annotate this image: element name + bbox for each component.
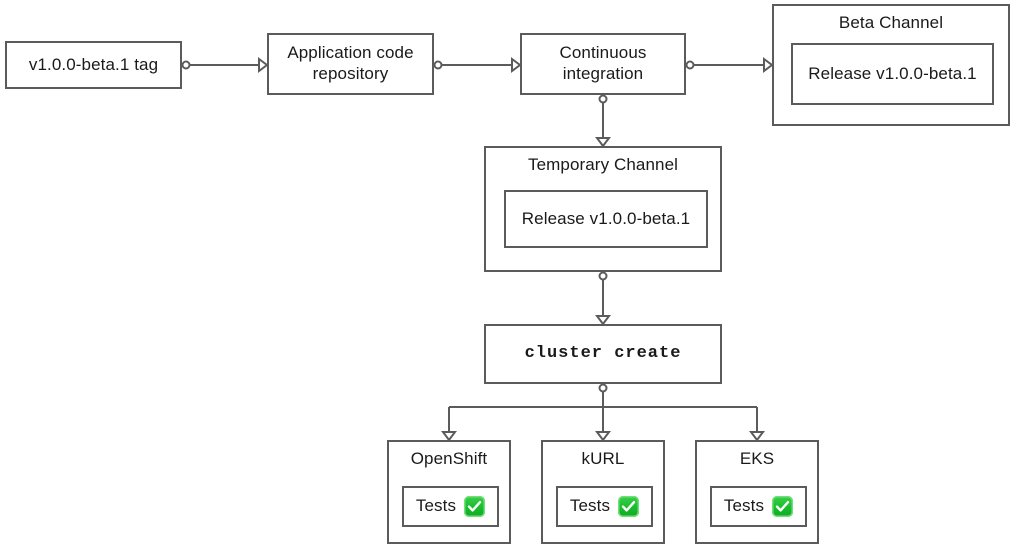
edge-repo-to-ci <box>433 57 522 73</box>
node-eks[interactable]: EKS Tests <box>695 440 819 544</box>
node-eks-tests-label: Tests <box>723 496 765 516</box>
node-openshift-tests[interactable]: Tests <box>402 486 499 527</box>
node-temporary-channel[interactable]: Temporary Channel Release v1.0.0-beta.1 <box>484 146 722 272</box>
node-beta-channel-title: Beta Channel <box>838 13 944 32</box>
node-eks-tests[interactable]: Tests <box>710 486 807 527</box>
node-temporary-channel-release-label: Release v1.0.0-beta.1 <box>521 208 691 228</box>
edge-ci-to-beta-channel <box>685 57 774 73</box>
node-beta-channel-release-label: Release v1.0.0-beta.1 <box>808 63 977 83</box>
node-openshift[interactable]: OpenShift Tests <box>387 440 511 544</box>
node-kurl-title: kURL <box>581 449 625 468</box>
node-application-code-repository[interactable]: Application code repository <box>267 33 434 95</box>
node-cluster-create[interactable]: cluster create <box>484 324 722 384</box>
green-check-icon <box>772 496 794 517</box>
node-continuous-integration-label: Continuous integration <box>559 43 647 83</box>
edge-tag-to-repo <box>181 57 269 73</box>
node-openshift-tests-label: Tests <box>415 496 457 516</box>
node-cluster-create-label: cluster create <box>524 343 682 363</box>
node-beta-channel-release[interactable]: Release v1.0.0-beta.1 <box>791 43 994 105</box>
edge-ci-to-temporary-channel <box>595 94 611 148</box>
node-beta-channel[interactable]: Beta Channel Release v1.0.0-beta.1 <box>772 4 1010 126</box>
node-version-tag[interactable]: v1.0.0-beta.1 tag <box>5 41 182 89</box>
node-version-tag-label: v1.0.0-beta.1 tag <box>28 54 159 74</box>
node-kurl[interactable]: kURL Tests <box>541 440 665 544</box>
node-continuous-integration[interactable]: Continuous integration <box>520 33 686 95</box>
green-check-icon <box>464 496 486 517</box>
node-temporary-channel-release[interactable]: Release v1.0.0-beta.1 <box>504 190 708 248</box>
node-openshift-title: OpenShift <box>410 449 488 468</box>
node-kurl-tests[interactable]: Tests <box>556 486 653 527</box>
edge-cluster-create-to-targets <box>441 383 765 442</box>
green-check-icon <box>618 496 640 517</box>
node-eks-title: EKS <box>739 449 775 468</box>
node-application-code-repository-label: Application code repository <box>287 43 414 83</box>
node-kurl-tests-label: Tests <box>569 496 611 516</box>
node-temporary-channel-title: Temporary Channel <box>527 155 679 174</box>
edge-temporary-channel-to-cluster-create <box>595 271 611 326</box>
